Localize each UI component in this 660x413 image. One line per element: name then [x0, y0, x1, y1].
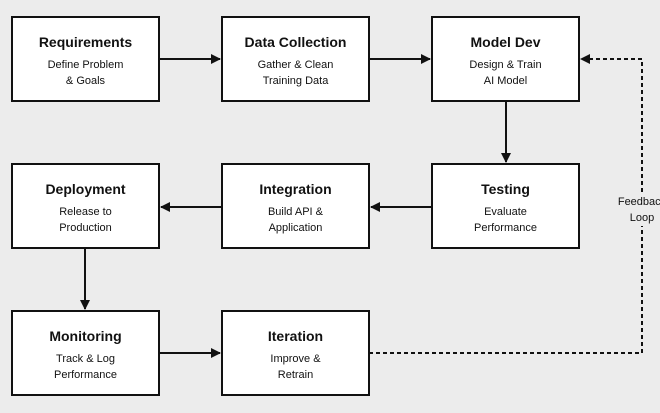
node-deployment: Deployment Release to Production [11, 163, 160, 249]
node-description: Release to Production [59, 206, 112, 234]
node-description: Design & Train AI Model [469, 59, 542, 87]
node-requirements: Requirements Define Problem & Goals [11, 16, 160, 102]
feedback-loop-label: Feedback Loop [617, 194, 660, 226]
node-title: Testing [481, 181, 530, 197]
node-model-dev: Model Dev Design & Train AI Model [431, 16, 580, 102]
node-monitoring: Monitoring Track & Log Performance [11, 310, 160, 396]
node-description: Improve & Retrain [270, 353, 321, 381]
node-title: Monitoring [49, 328, 122, 344]
node-title: Integration [259, 181, 332, 197]
node-description: Define Problem & Goals [47, 59, 124, 87]
node-iteration: Iteration Improve & Retrain [221, 310, 370, 396]
node-title: Deployment [45, 181, 126, 197]
node-data-collection: Data Collection Gather & Clean Training … [221, 16, 370, 102]
node-description: Gather & Clean Training Data [257, 59, 334, 87]
node-title: Iteration [267, 328, 324, 344]
node-title: Model Dev [470, 34, 541, 50]
node-title: Data Collection [244, 34, 347, 50]
node-description: Evaluate Performance [474, 206, 537, 234]
node-description: Build API & Application [267, 206, 324, 234]
node-integration: Integration Build API & Application [221, 163, 370, 249]
node-testing: Testing Evaluate Performance [431, 163, 580, 249]
node-description: Track & Log Performance [54, 353, 117, 381]
node-title: Requirements [38, 34, 133, 50]
